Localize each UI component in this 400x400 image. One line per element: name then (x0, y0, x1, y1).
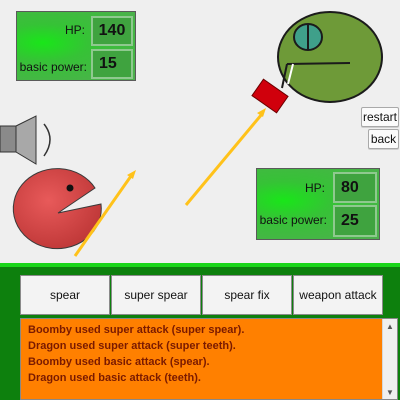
player-character (12, 168, 102, 250)
enemy-power-value: 15 (91, 49, 133, 79)
log-line: Boomby used super attack (super spear). (28, 324, 245, 336)
enemy-stats-panel: HP: 140 basic power: 15 (16, 11, 136, 81)
back-button[interactable]: back (368, 129, 399, 149)
player-power-label: basic power: (259, 213, 327, 227)
super-spear-button[interactable]: super spear (111, 275, 201, 315)
battle-scene (0, 11, 383, 257)
player-hp-value: 80 (333, 172, 377, 203)
weapon-attack-button[interactable]: weapon attack (293, 275, 383, 315)
battle-log[interactable]: Boomby used super attack (super spear). … (20, 318, 398, 400)
player-hp-label: HP: (304, 181, 325, 195)
log-line: Dragon used super attack (super teeth). (28, 340, 236, 352)
scroll-down-icon[interactable]: ▼ (386, 387, 394, 397)
enemy-power-label: basic power: (19, 60, 87, 74)
control-panel: spear super spear spear fix weapon attac… (0, 263, 400, 400)
speaker-icon[interactable] (0, 115, 51, 165)
enemy-character (277, 11, 383, 103)
enemy-hp-label: HP: (64, 23, 85, 37)
scroll-up-icon[interactable]: ▲ (386, 321, 394, 331)
player-stats-panel: HP: 80 basic power: 25 (256, 168, 380, 240)
enemy-hp-value: 140 (91, 16, 133, 46)
restart-button[interactable]: restart (361, 107, 399, 127)
spear-fix-button[interactable]: spear fix (202, 275, 292, 315)
log-line: Boomby used basic attack (spear). (28, 356, 210, 368)
red-projectile (251, 78, 289, 114)
thrown-spear (184, 108, 266, 206)
log-line: Dragon used basic attack (teeth). (28, 372, 201, 384)
player-spear (73, 170, 136, 257)
spear-button[interactable]: spear (20, 275, 110, 315)
log-scrollbar[interactable]: ▲ ▼ (382, 319, 397, 399)
player-power-value: 25 (333, 205, 377, 237)
